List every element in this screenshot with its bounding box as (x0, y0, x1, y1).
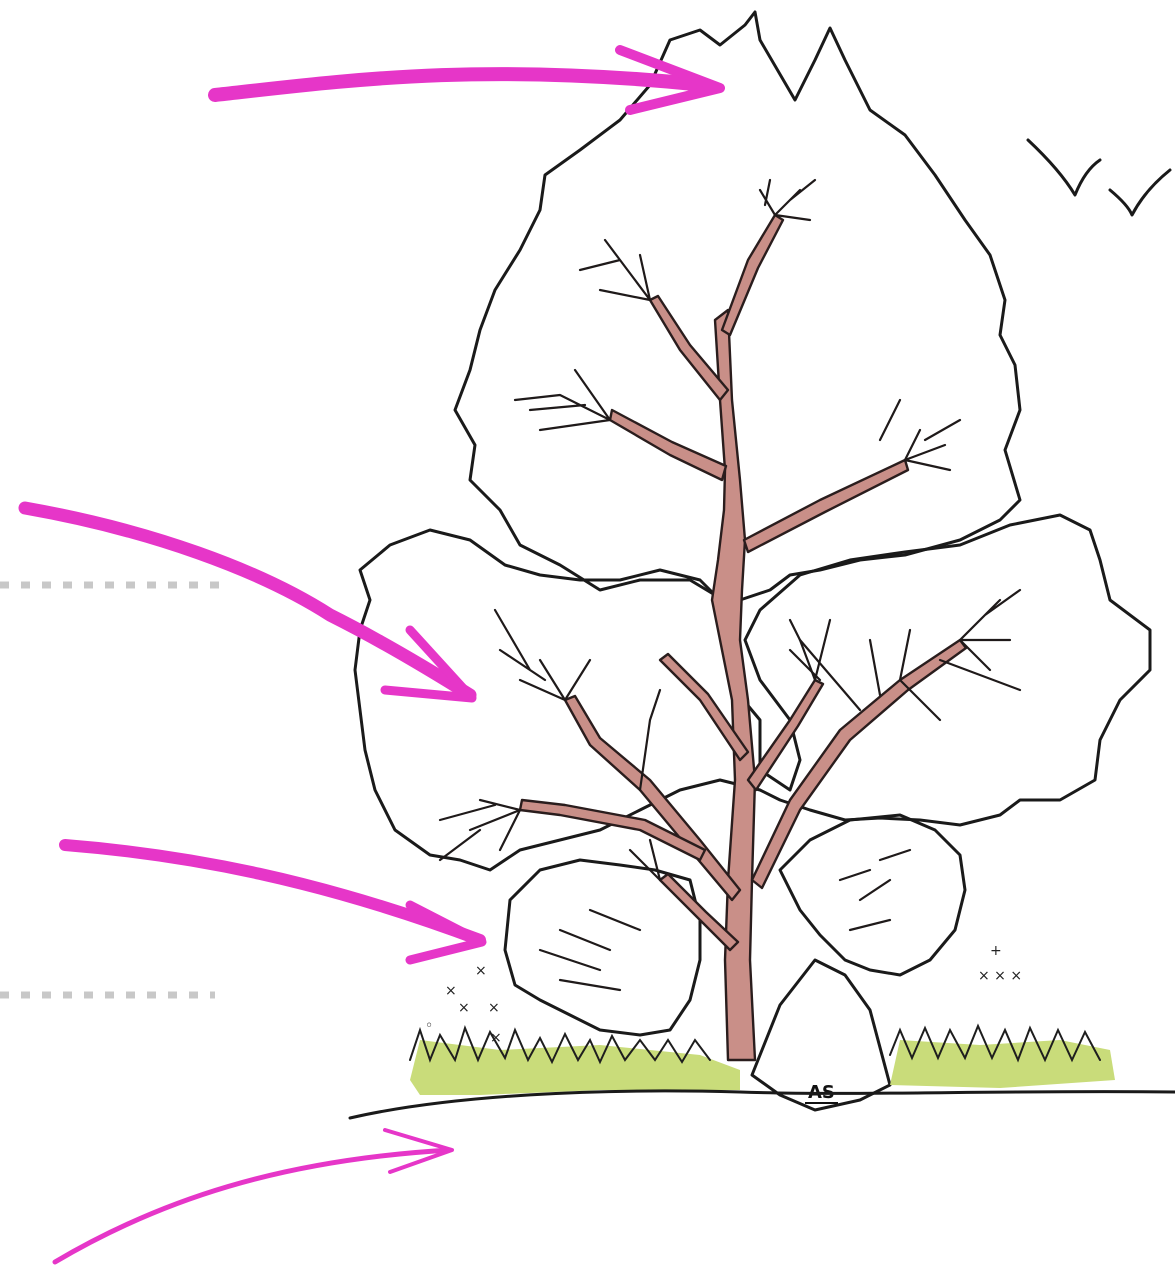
understory-arrow (25, 508, 472, 698)
shrub-foliage-right (780, 815, 965, 975)
svg-text:×: × (488, 1000, 500, 1016)
canopy-arrow (215, 50, 720, 110)
svg-text:×: × (445, 983, 457, 999)
svg-text:×: × (475, 963, 487, 979)
svg-text:×: × (490, 1030, 502, 1046)
bird-icon (1028, 140, 1100, 195)
svg-text:+: + (990, 943, 1002, 959)
svg-text:◦: ◦ (425, 1018, 433, 1034)
tree-trunk (520, 215, 966, 1060)
shrub-arrow (65, 845, 482, 960)
ground-arrow (55, 1130, 452, 1262)
svg-text:×: × (458, 1000, 470, 1016)
svg-text:× × ×: × × × (978, 968, 1022, 984)
bird-icon (1110, 170, 1170, 215)
birds (1028, 140, 1170, 215)
